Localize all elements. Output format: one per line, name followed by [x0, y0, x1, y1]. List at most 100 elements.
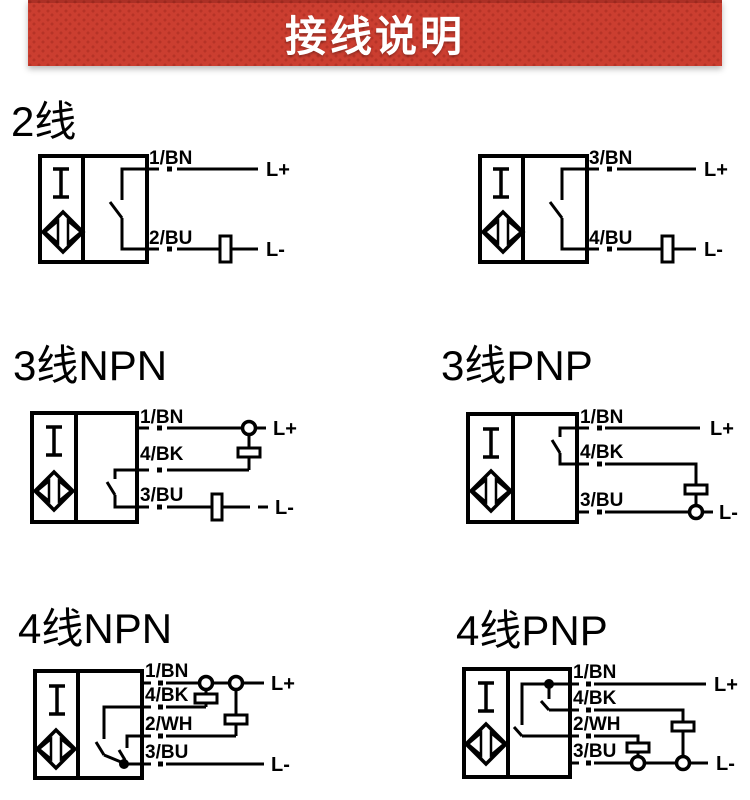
wire-dot [157, 467, 162, 473]
wire-bu: 2/BU L- [147, 228, 285, 264]
wire-label: 3/BU [580, 490, 623, 511]
terminal-connector [240, 419, 258, 437]
wire-dot [158, 761, 163, 767]
wire-label: 1/BN [580, 407, 623, 428]
wire-label: 4/BU [589, 228, 632, 249]
terminal-label: L+ [266, 159, 290, 181]
proximity-sensor-icon [32, 469, 76, 513]
sensor-box [30, 411, 139, 524]
wire-bn: 3/BN L+ [587, 148, 728, 181]
wire-label: 4/BK [580, 442, 624, 463]
wire-bk: 4/BK [137, 444, 249, 473]
wiring-diagram-3wire-npn: 1/BN L+ 4/BK 3/BU L- [30, 407, 297, 524]
wire-wh: 2/WH [570, 714, 651, 757]
wire-dot [597, 425, 602, 431]
wire-dot [157, 504, 162, 510]
terminal-label: L- [716, 753, 735, 775]
wire-bu: 3/BU L- [137, 485, 294, 522]
load-resistor [660, 234, 675, 264]
switch-contact-icon [548, 167, 587, 251]
section-title-4wire-pnp: 4线PNP [456, 607, 608, 654]
page-title: 接线说明 [284, 12, 465, 60]
wire-dot [158, 704, 163, 710]
output-indicator-icon [49, 684, 65, 716]
wire-label: 3/BN [589, 148, 632, 169]
wire-bn: 1/BN L+ [577, 407, 734, 440]
load-resistor [670, 720, 696, 733]
wire-label: 1/BN [140, 407, 183, 428]
wiring-diagram-4wire-npn: 1/BN L+ 4/BK 2/WH 3/B [33, 661, 295, 780]
wire-wh: 2/WH [142, 714, 236, 739]
terminal-connector [629, 754, 647, 772]
header-banner: 接线说明 [28, 0, 722, 66]
section-title-3wire-pnp: 3线PNP [441, 342, 593, 389]
wire-dot [607, 166, 612, 172]
wiring-diagram-2wire-right: 3/BN L+ 4/BU L- [478, 148, 728, 264]
load-resistor [625, 741, 651, 754]
wire-bu: 3/BU L- [577, 490, 738, 524]
load-branch [236, 434, 262, 470]
wire-label: 4/BK [145, 685, 189, 706]
terminal-label: L- [719, 502, 738, 524]
proximity-sensor-icon [34, 727, 78, 771]
terminal-label: L+ [704, 159, 728, 181]
section-title-2wire: 2线 [11, 98, 77, 145]
load-resistor [683, 483, 709, 496]
terminal-label: L+ [710, 418, 734, 440]
proximity-sensor-icon [463, 721, 509, 767]
wire-bk: 4/BK [142, 685, 206, 710]
wire-dot [586, 760, 591, 766]
switch-contact-icon [512, 682, 570, 738]
wire-label: 4/BK [140, 444, 184, 465]
load-branch [193, 689, 219, 707]
wire-dot [597, 461, 602, 467]
wire-label: 3/BU [573, 741, 616, 762]
wire-bn: 1/BN L+ [142, 661, 295, 695]
wire-dot [586, 707, 591, 713]
load-resistor [193, 692, 219, 705]
terminal-connector [687, 503, 705, 521]
wire-label: 3/BU [145, 742, 188, 763]
terminal-label: L+ [273, 418, 297, 440]
wire-dot [167, 166, 172, 172]
sensor-box [38, 154, 149, 264]
wire-dot [158, 680, 163, 686]
output-indicator-icon [46, 425, 62, 457]
proximity-sensor-icon [480, 209, 526, 255]
terminal-label: L- [275, 497, 294, 519]
wiring-diagram-2wire-left: 1/BN L+ 2/BU L- [38, 148, 290, 264]
wire-dot [597, 509, 602, 515]
load-resistor [218, 234, 233, 264]
load-resistor [223, 713, 249, 726]
sensor-box [33, 669, 144, 780]
wire-bu: 3/BU L- [142, 742, 290, 776]
wire-dot [157, 425, 162, 431]
switch-contact-icon [108, 167, 147, 251]
load-resistor [236, 446, 262, 459]
terminal-connector [227, 674, 245, 692]
proximity-sensor-icon [40, 209, 86, 255]
terminal-connector [197, 674, 215, 692]
sensor-box [478, 154, 589, 264]
wire-bu: 3/BU L- [570, 741, 735, 775]
wire-bk: 4/BK [577, 442, 709, 506]
wire-label: 1/BN [145, 661, 188, 682]
wire-bu: 4/BU L- [587, 228, 723, 264]
wire-dot [158, 733, 163, 739]
sensor-box [462, 667, 572, 779]
wire-bk: 4/BK [570, 688, 696, 757]
terminal-connector [674, 754, 692, 772]
switch-contact-icon [94, 705, 142, 764]
wiring-diagram-3wire-pnp: 1/BN L+ 4/BK 3/BU L- [466, 407, 738, 524]
wire-dot [586, 681, 591, 687]
wire-label: 1/BN [573, 662, 616, 683]
wire-label: 3/BU [140, 485, 183, 506]
output-indicator-icon [53, 167, 69, 199]
wire-label: 2/WH [145, 714, 193, 735]
section-title-3wire-npn: 3线NPN [13, 342, 168, 389]
wire-dot [167, 246, 172, 252]
wiring-diagram-4wire-pnp: 1/BN L+ 4/BK 2/WH [462, 662, 738, 779]
wire-label: 2/BU [149, 228, 192, 249]
output-indicator-icon [493, 167, 509, 199]
